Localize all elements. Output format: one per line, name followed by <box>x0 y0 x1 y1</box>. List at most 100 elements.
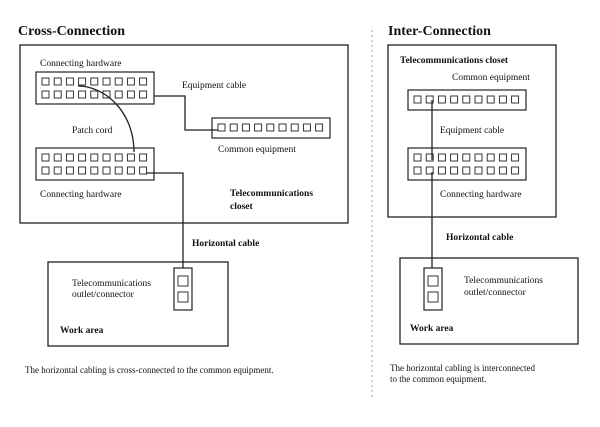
port-jack <box>126 77 135 86</box>
connecting-hardware-label-right: Connecting hardware <box>440 190 522 200</box>
horizontal-cable-label-left: Horizontal cable <box>192 239 259 249</box>
port-jack <box>78 77 87 86</box>
port-jack <box>498 95 507 104</box>
port-jack <box>462 95 471 104</box>
port-jack <box>474 95 483 104</box>
common-equipment-panel <box>211 117 331 139</box>
port-jack <box>498 153 507 162</box>
equipment-cable-label: Equipment cable <box>182 81 246 91</box>
port-jack <box>290 123 299 132</box>
port-jack <box>462 153 471 162</box>
common-equipment-label: Common equipment <box>218 145 296 155</box>
common-equipment-panel-right <box>407 89 527 111</box>
port-jack <box>437 95 446 104</box>
patch-cord-wire <box>77 85 135 153</box>
outlet-label-left-line1: Telecommunications <box>72 279 151 289</box>
port-jack <box>102 77 111 86</box>
patch-cord-label: Patch cord <box>72 126 113 136</box>
port-jack <box>413 166 422 175</box>
outlet-label-right-line1: Telecommunications <box>464 276 543 286</box>
port-jack <box>302 123 311 132</box>
port-jack <box>229 123 238 132</box>
port-jack <box>241 123 250 132</box>
port-jack <box>425 153 434 162</box>
port-jack <box>139 153 148 162</box>
port-jack <box>474 166 483 175</box>
port-jack <box>139 90 148 99</box>
telecom-outlet-right <box>423 267 443 311</box>
equipment-cable-label-right: Equipment cable <box>440 126 504 136</box>
port-jack <box>102 153 111 162</box>
port-jack <box>114 77 123 86</box>
work-area-box-right <box>399 257 579 345</box>
port-jack <box>65 153 74 162</box>
port-jack <box>65 77 74 86</box>
connecting-hardware-bottom-panel <box>35 147 155 181</box>
port-jack <box>217 123 226 132</box>
port-jack <box>413 153 422 162</box>
telecom-closet-label-right: Telecommunications closet <box>400 56 509 66</box>
equipment-cable-wire <box>154 95 218 131</box>
port-jack <box>53 153 62 162</box>
port-jack <box>511 153 520 162</box>
port-jack <box>425 166 434 175</box>
port-jack <box>53 77 62 86</box>
port-jack <box>90 166 99 175</box>
port-jack <box>511 95 520 104</box>
port-jack <box>126 166 135 175</box>
port-jack <box>126 90 135 99</box>
work-area-box-left <box>47 261 229 347</box>
port-jack <box>53 90 62 99</box>
connecting-hardware-bottom-label: Connecting hardware <box>40 190 122 200</box>
port-jack <box>450 95 459 104</box>
port-jack <box>437 153 446 162</box>
port-jack <box>278 123 287 132</box>
telecom-closet-label-line2: closet <box>230 202 254 212</box>
horizontal-cable-label-right: Horizontal cable <box>446 233 513 243</box>
port-jack <box>41 166 50 175</box>
port-jack <box>474 153 483 162</box>
port-jack <box>78 153 87 162</box>
connecting-hardware-top-label: Connecting hardware <box>40 59 122 69</box>
outlet-label-left-line2: outlet/connector <box>72 290 135 300</box>
port-jack <box>498 166 507 175</box>
caption-left: The horizontal cabling is cross-connecte… <box>25 365 274 375</box>
port-jack <box>425 95 434 104</box>
port-jack <box>114 166 123 175</box>
port-jack <box>78 166 87 175</box>
port-jack <box>450 153 459 162</box>
connecting-hardware-panel-right <box>407 147 527 181</box>
port-jack <box>41 153 50 162</box>
caption-right-line1: The horizontal cabling is interconnected <box>390 363 535 373</box>
port-jack <box>102 166 111 175</box>
inter-connection-title: Inter-Connection <box>388 24 491 39</box>
port-jack <box>65 166 74 175</box>
port-jack <box>65 90 74 99</box>
port-jack <box>53 166 62 175</box>
cross-closet-box <box>19 44 349 224</box>
port-jack <box>139 77 148 86</box>
port-jack <box>450 166 459 175</box>
port-jack <box>266 123 275 132</box>
horizontal-cable-wire-left <box>146 172 184 278</box>
port-jack <box>90 77 99 86</box>
telecom-closet-label-line1: Telecommunications <box>230 189 313 199</box>
port-jack <box>315 123 324 132</box>
port-jack <box>511 166 520 175</box>
caption-right-line2: to the common equipment. <box>390 374 486 384</box>
port-jack <box>41 77 50 86</box>
port-jack <box>102 90 111 99</box>
outlet-label-right-line2: outlet/connector <box>464 288 527 298</box>
port-jack <box>126 153 135 162</box>
port-jack <box>437 166 446 175</box>
work-area-label-left: Work area <box>60 326 104 336</box>
port-jack <box>139 166 148 175</box>
port-jack <box>114 153 123 162</box>
port-jack <box>254 123 263 132</box>
port-jack <box>486 166 495 175</box>
port-jack <box>78 90 87 99</box>
connecting-hardware-top-panel <box>35 71 155 105</box>
port-jack <box>90 90 99 99</box>
common-equipment-label-right: Common equipment <box>452 73 530 83</box>
